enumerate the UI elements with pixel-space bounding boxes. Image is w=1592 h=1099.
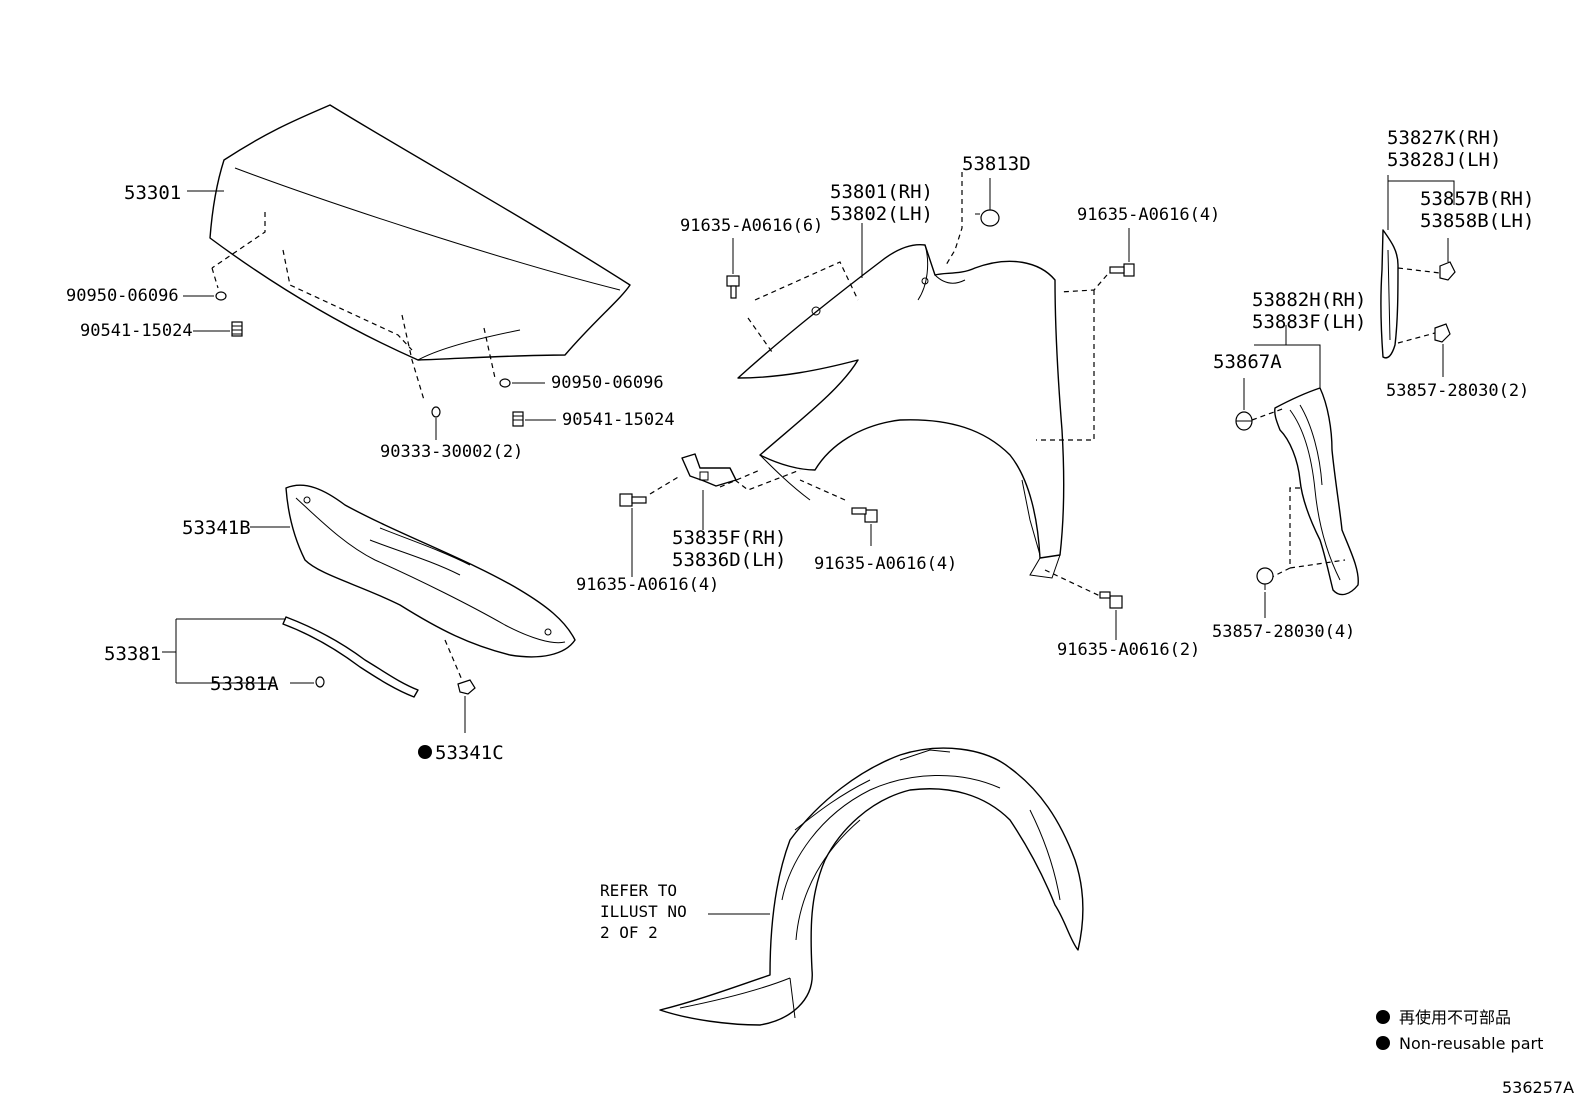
seal-clip-label: 53381A [210, 673, 279, 695]
hood-plug-label: 90333-30002(2) [380, 442, 523, 462]
bracket-lh-label: 53836D(LH) [672, 549, 786, 571]
protector-rh-label: 53882H(RH) [1252, 289, 1366, 311]
front-fender [737, 243, 1065, 579]
protector-clip-icon [1235, 411, 1253, 431]
seal-panel-clip-icon [1439, 261, 1456, 281]
seal-panel-lower-clip-icon [1434, 323, 1451, 343]
bolt-bottom-right-icon [1099, 591, 1123, 609]
clip-b-rh-label: 53857B(RH) [1420, 188, 1534, 210]
fender-seal-panel [1380, 229, 1399, 359]
legend-dot-icon [1376, 1010, 1390, 1024]
seal-panel-lh-label: 53828J(LH) [1387, 149, 1501, 171]
hood-stopper-icon [231, 321, 243, 337]
hood-plug-icon [431, 406, 441, 418]
illustration-id: 536257A [1502, 1078, 1574, 1097]
insulator-label: 53341B [182, 517, 251, 539]
hood-label: 53301 [124, 182, 181, 204]
clip-upper-label: 53857-28030(2) [1386, 381, 1529, 401]
clip-lower-label: 53857-28030(4) [1212, 622, 1355, 642]
bracket-rh-label: 53835F(RH) [672, 527, 786, 549]
refer-note-line-3: 2 OF 2 [600, 923, 658, 942]
hood-seal [282, 616, 419, 698]
bolt-top-right-label: 91635-A0616(4) [1077, 205, 1220, 225]
hood-cushion-label-right: 90950-06096 [551, 373, 664, 393]
fender-liner [659, 747, 1084, 1026]
bolt-bottom-left-icon [619, 493, 647, 507]
fender-bracket [681, 453, 737, 487]
bolt-bottom-left-label: 91635-A0616(4) [576, 575, 719, 595]
bolt-top-right-icon [1109, 263, 1135, 277]
fender-lh-label: 53802(LH) [830, 203, 933, 225]
hood-stopper-label-left: 90541-15024 [80, 321, 193, 341]
refer-note-line-2: ILLUST NO [600, 902, 687, 921]
hood-stopper-icon-right [512, 411, 524, 427]
bolt-bottom-mid-icon [851, 507, 878, 523]
protector-clip-label: 53867A [1213, 351, 1282, 373]
fender-clip-icon [975, 209, 1000, 227]
seal-clip-icon [315, 676, 325, 688]
hood-cushion-label-left: 90950-06096 [66, 286, 179, 306]
hood-insulator [285, 484, 576, 658]
clip-b-lh-label: 53858B(LH) [1420, 210, 1534, 232]
legend-en: Non-reusable part [1399, 1034, 1543, 1053]
hood-cushion-icon [215, 291, 227, 301]
bolt-top-left-label: 91635-A0616(6) [680, 216, 823, 236]
insulator-clip-icon [457, 679, 476, 695]
refer-note-line-1: REFER TO [600, 881, 677, 900]
fender-clip-label: 53813D [962, 153, 1031, 175]
hood-cushion-icon-right [499, 378, 511, 388]
hood-panel [209, 104, 631, 401]
bolt-bottom-right-label: 91635-A0616(2) [1057, 640, 1200, 660]
seal-label: 53381 [104, 643, 161, 665]
non-reusable-mark-icon [418, 745, 432, 759]
fender-protector [1274, 387, 1359, 596]
bolt-bottom-mid-label: 91635-A0616(4) [814, 554, 957, 574]
protector-lower-clip-icon [1256, 567, 1274, 590]
protector-lh-label: 53883F(LH) [1252, 311, 1366, 333]
legend-jp: 再使用不可部品 [1399, 1008, 1511, 1027]
seal-panel-rh-label: 53827K(RH) [1387, 127, 1501, 149]
legend-dot-icon-2 [1376, 1036, 1390, 1050]
insulator-clip-label: 53341C [435, 742, 504, 764]
fender-rh-label: 53801(RH) [830, 181, 933, 203]
hood-stopper-label-right: 90541-15024 [562, 410, 675, 430]
bolt-top-left-icon [726, 275, 740, 299]
